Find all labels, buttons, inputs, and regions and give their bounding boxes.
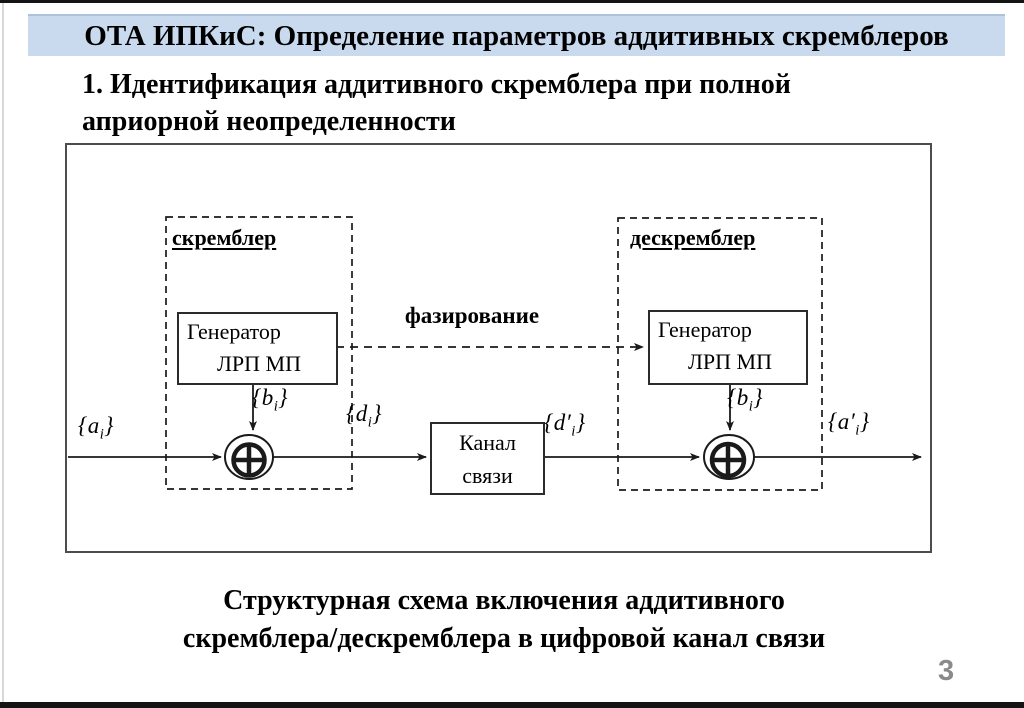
scrambler-dashed-box [165,216,353,490]
descrambler-dashed-box [617,217,823,491]
title-bar: ОТА ИПКиС: Определение параметров аддити… [28,14,1005,56]
bottom-edge-strip [0,702,1024,708]
signal-label-d: {di} [346,401,382,431]
generator-left-line1: Генератор [187,319,281,344]
top-edge-strip [0,0,1024,3]
xor-adder-right [703,434,755,480]
descrambler-label: дескремблер [630,225,756,250]
subtitle-line-1: 1. Идентификация аддитивного скремблера … [82,69,791,100]
signal-label-input: {ai} [78,413,114,443]
slide-title: ОТА ИПКиС: Определение параметров аддити… [84,19,949,52]
signal-label-output: {a′i} [828,409,870,439]
diagram-frame: скремблер дескремблер Генератор ЛРП МП Г… [65,143,932,553]
channel-block: Канал связи [430,422,545,495]
phasing-label: фазирование [404,303,540,328]
channel-line2: связи [462,463,513,488]
generator-left-block: Генератор ЛРП МП [177,312,338,385]
signal-label-b-left: {bi} [252,385,288,415]
subtitle-line-2: априорной неопределенности [82,106,456,137]
diagram-caption: Структурная схема включения аддитивного … [0,582,1008,658]
slide-subtitle: 1. Идентификация аддитивного скремблера … [82,66,962,140]
signal-label-d-prime: {d′i} [544,410,586,440]
scrambler-label: скремблер [172,225,277,250]
generator-right-line2: ЛРП МП [688,349,772,374]
generator-left-line2: ЛРП МП [217,351,301,376]
caption-line-2: скремблера/дескремблера в цифровой канал… [182,623,826,654]
signal-arrows [68,383,922,461]
signal-label-b-right: {bi} [727,385,763,415]
xor-adder-left [224,434,274,480]
diagram-canvas [68,216,922,491]
caption-line-1: Структурная схема включения аддитивного [223,585,785,616]
channel-line1: Канал [459,430,516,455]
generator-right-line1: Генератор [658,317,752,342]
page-number: 3 [938,655,955,687]
generator-right-block: Генератор ЛРП МП [648,310,808,385]
left-edge-line [2,3,4,702]
